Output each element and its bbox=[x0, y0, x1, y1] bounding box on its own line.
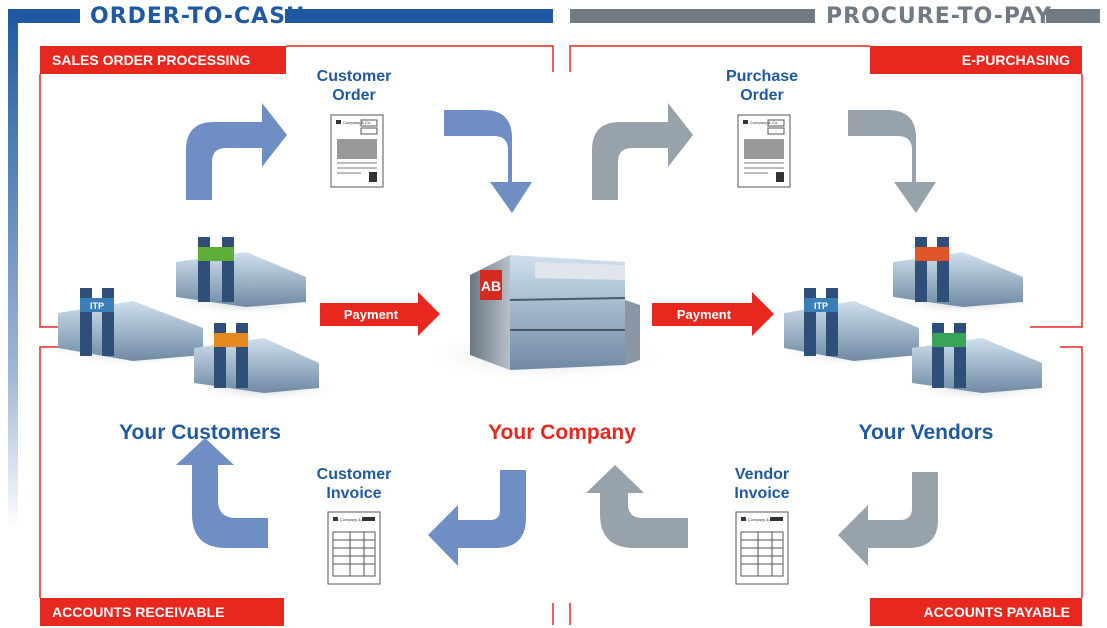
vendor-building-1 bbox=[883, 237, 1043, 316]
vendor-building-3 bbox=[902, 323, 1062, 402]
payment-arrow-left-shape bbox=[320, 292, 440, 336]
arrow-customers-to-order bbox=[186, 103, 287, 200]
purchase-order-title-line1: Purchase bbox=[725, 68, 799, 85]
customer-invoice-title-line2: Invoice bbox=[326, 485, 382, 502]
frame-bottom-left bbox=[39, 346, 80, 598]
payment-arrow-right: Payment bbox=[652, 292, 774, 336]
e-purchasing-label: E-PURCHASING bbox=[870, 46, 1082, 74]
frame-top-left-right bbox=[286, 45, 554, 72]
procure-to-pay-header: PROCURE-TO-PAY bbox=[826, 4, 1052, 29]
purchase-order-doc-header: Company & Co. bbox=[750, 120, 778, 125]
your-customers-label: Your Customers bbox=[119, 421, 281, 444]
arrow-vendors-to-vendor-invoice bbox=[838, 472, 938, 566]
left-side-bar bbox=[8, 9, 18, 529]
frame-top-left bbox=[39, 74, 150, 328]
vendor-invoice-title: Vendor Invoice bbox=[692, 465, 832, 503]
customer-order-document: Company & Co. bbox=[330, 114, 384, 188]
arrow-company-to-customer-invoice bbox=[428, 470, 526, 566]
frame-top-right-left bbox=[569, 45, 870, 72]
customer-invoice-title-line1: Customer bbox=[316, 466, 392, 483]
vendor-building-2: ITP bbox=[774, 288, 934, 367]
vendor-invoice-doc-header: Company & Co. bbox=[748, 517, 776, 522]
vendor-invoice-document: Company & Co. bbox=[735, 511, 789, 585]
accounts-payable-label: ACCOUNTS PAYABLE bbox=[870, 598, 1082, 626]
customer-order-title: Customer Order bbox=[284, 67, 424, 105]
curved-arrows bbox=[176, 103, 938, 566]
arrow-invoice-to-customers bbox=[176, 438, 268, 548]
customer-invoice-document: Company & Co. bbox=[327, 511, 381, 585]
customer-order-title-line1: Customer bbox=[316, 68, 392, 85]
sales-order-processing-label: SALES ORDER PROCESSING bbox=[40, 46, 286, 74]
customer-invoice-doc-header: Company & Co. bbox=[340, 517, 368, 522]
procure-to-pay-header-bar-right bbox=[1046, 9, 1100, 23]
your-company-label: Your Company bbox=[488, 421, 636, 444]
customer-invoice-title: Customer Invoice bbox=[284, 465, 424, 503]
customer-building-3 bbox=[184, 323, 344, 402]
customer-store-sign: ITP bbox=[90, 301, 104, 311]
payment-label-right: Payment bbox=[677, 307, 732, 322]
arrow-vendor-invoice-to-company bbox=[586, 465, 688, 548]
your-vendors-label: Your Vendors bbox=[858, 421, 994, 444]
company-building: AB bbox=[420, 255, 670, 383]
purchase-order-title-line2: Order bbox=[740, 87, 784, 104]
purchase-order-document: Company & Co. bbox=[737, 114, 791, 188]
customer-building-2: ITP bbox=[48, 288, 218, 367]
order-to-cash-header-bar-right bbox=[285, 9, 553, 23]
payment-arrow-left: Payment bbox=[320, 292, 440, 336]
vendor-invoice-title-line1: Vendor bbox=[734, 466, 790, 483]
procure-to-pay-header-bar-left bbox=[570, 9, 815, 23]
accounts-receivable-label: ACCOUNTS RECEIVABLE bbox=[40, 598, 284, 626]
arrow-company-to-purchase-order bbox=[592, 103, 693, 200]
payment-arrow-right-shape bbox=[652, 292, 774, 336]
order-to-cash-header-bar-left bbox=[8, 9, 80, 23]
customer-building-1 bbox=[166, 237, 326, 316]
vendor-invoice-title-line2: Invoice bbox=[734, 485, 790, 502]
company-logo-sign: AB bbox=[481, 278, 501, 294]
frame-bottom-right bbox=[1060, 346, 1083, 598]
customer-order-doc-header: Company & Co. bbox=[343, 120, 371, 125]
vendor-store-sign: ITP bbox=[814, 301, 828, 311]
frame-top-right bbox=[1030, 74, 1083, 328]
payment-label-left: Payment bbox=[344, 307, 399, 322]
customer-order-title-line2: Order bbox=[332, 87, 376, 104]
order-to-cash-header: ORDER-TO-CASH bbox=[90, 4, 306, 29]
arrow-order-to-company bbox=[444, 110, 532, 213]
purchase-order-title: Purchase Order bbox=[692, 67, 832, 105]
arrow-purchase-order-to-vendors bbox=[848, 110, 936, 213]
